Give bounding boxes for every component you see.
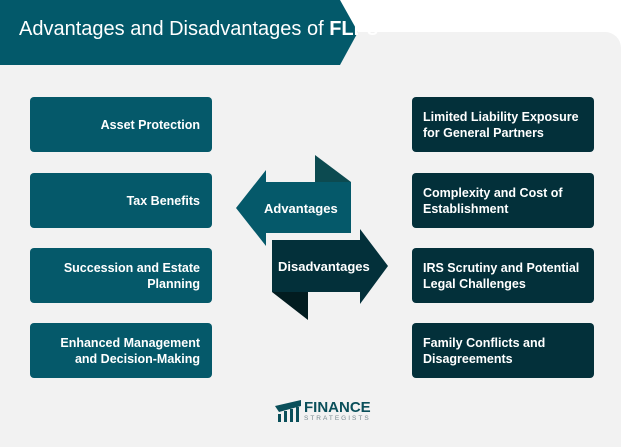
page-title: Advantages and Disadvantages of FLPs [19, 18, 379, 40]
disadvantages-arrow-fold [272, 292, 308, 320]
advantages-label: Advantages [264, 201, 338, 216]
disadvantage-box: IRS Scrutiny and Potential Legal Challen… [412, 248, 594, 303]
advantage-box: Enhanced Management and Decision-Making [30, 323, 212, 378]
logo-line1: FINANCE [304, 398, 371, 416]
logo-line2: STRATEGISTS [304, 414, 371, 422]
advantage-box: Tax Benefits [30, 173, 212, 228]
disadvantage-box: Complexity and Cost of Establishment [412, 173, 594, 228]
advantage-box: Succession and Estate Planning [30, 248, 212, 303]
advantage-box: Asset Protection [30, 97, 212, 152]
disadvantages-label: Disadvantages [278, 259, 370, 274]
advantages-arrow-fold [315, 155, 351, 182]
disadvantage-box: Limited Liability Exposure for General P… [412, 97, 594, 152]
logo-icon [275, 400, 301, 422]
title-banner [0, 0, 358, 65]
advantages-arrow [236, 170, 351, 246]
disadvantages-arrow [272, 229, 388, 304]
disadvantage-box: Family Conflicts and Disagreements [412, 323, 594, 378]
